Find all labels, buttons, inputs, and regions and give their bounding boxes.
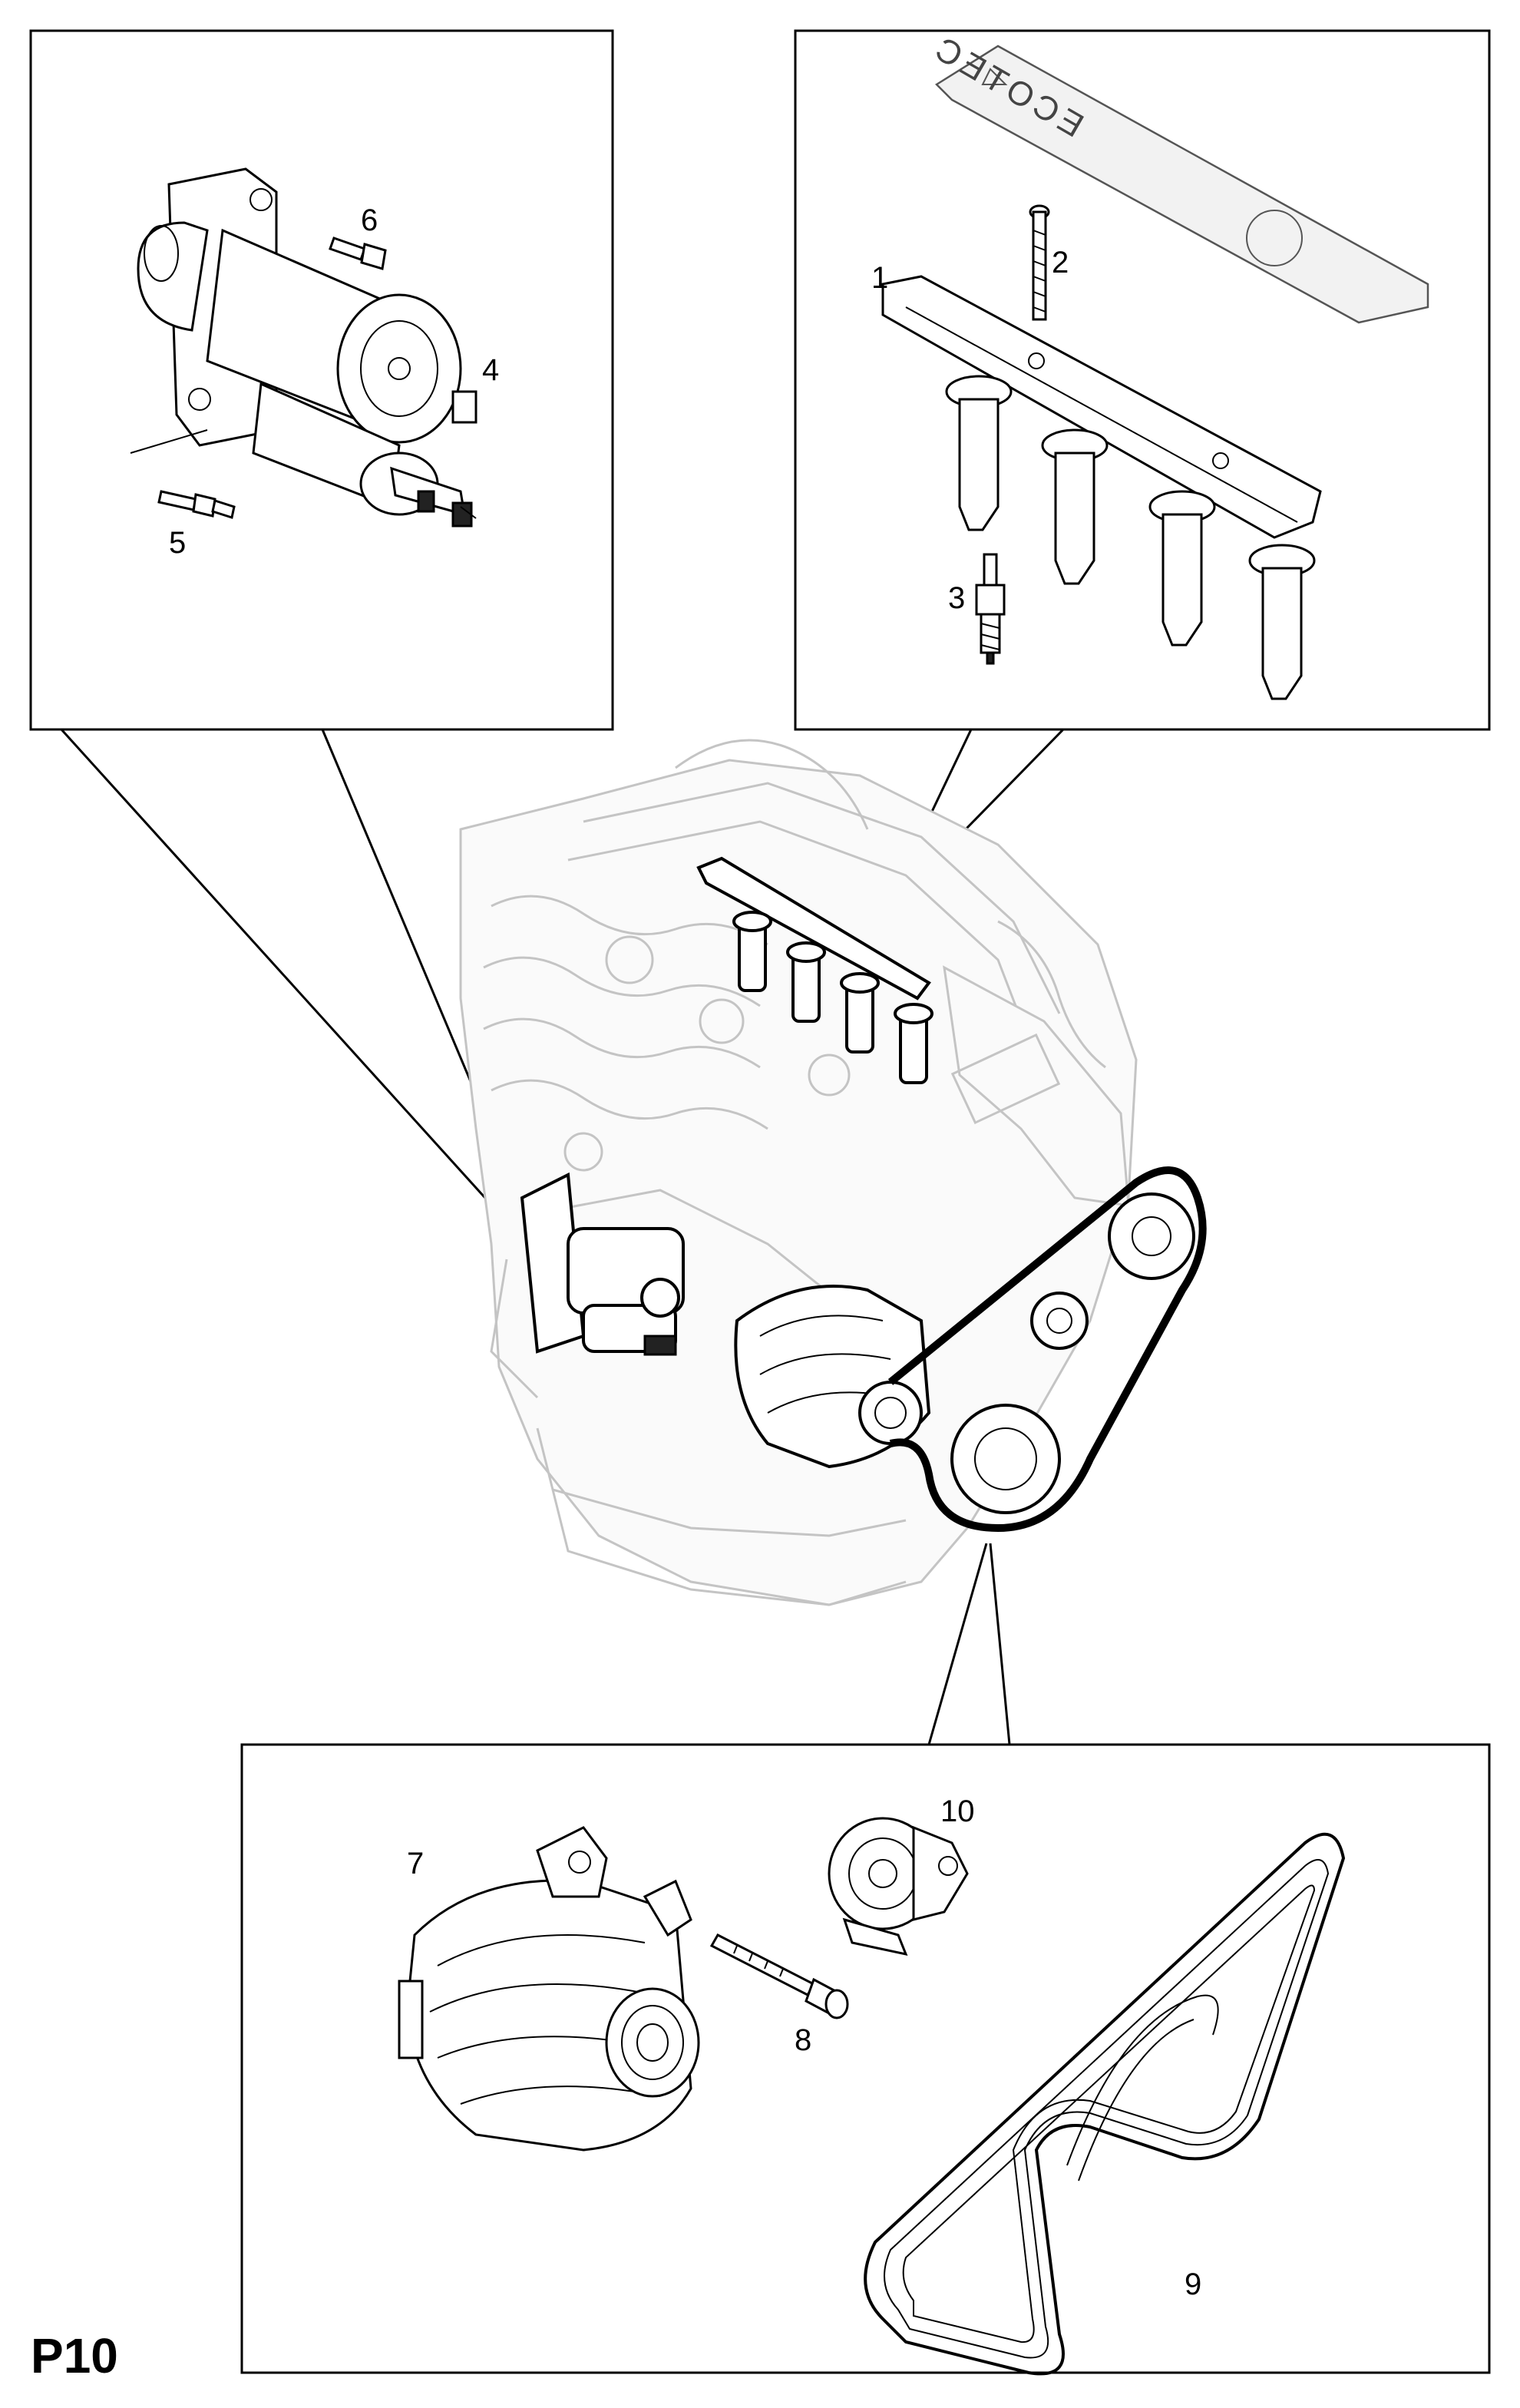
alternator-7 (398, 1826, 700, 2152)
engine-starter-highlight (520, 1172, 685, 1356)
ignition-coil-rail-1 (881, 275, 1322, 700)
leader-lines (60, 728, 1065, 1745)
belt-tensioner-10 (828, 1817, 969, 1957)
page-code: P10 (31, 2328, 118, 2383)
starter-bolt-6 (329, 237, 387, 270)
callout-7: 7 (407, 1847, 424, 1880)
engine-belt-highlight (887, 1166, 1207, 1533)
spark-plug-3 (975, 553, 1006, 665)
callout-2: 2 (1052, 246, 1069, 280)
callout-9: 9 (1185, 2267, 1201, 2301)
starter-detail (137, 167, 477, 528)
alternator-bolt-8 (709, 1933, 849, 2019)
callout-3: 3 (948, 581, 965, 615)
engine-assembly (459, 739, 1207, 1606)
engine-ignition-coil-highlight (696, 856, 933, 1084)
engine-alternator-highlight (734, 1285, 931, 1469)
callout-5: 5 (169, 526, 186, 560)
callout-8: 8 (795, 2023, 811, 2057)
poly-v-belt-9 (864, 1832, 1346, 2376)
cover-bolt-2 (1029, 204, 1050, 321)
callout-1: 1 (871, 261, 888, 295)
starter-stud-5 (130, 429, 236, 519)
callout-10: 10 (940, 1794, 975, 1828)
callout-4: 4 (482, 353, 499, 387)
callout-6: 6 (361, 203, 378, 237)
